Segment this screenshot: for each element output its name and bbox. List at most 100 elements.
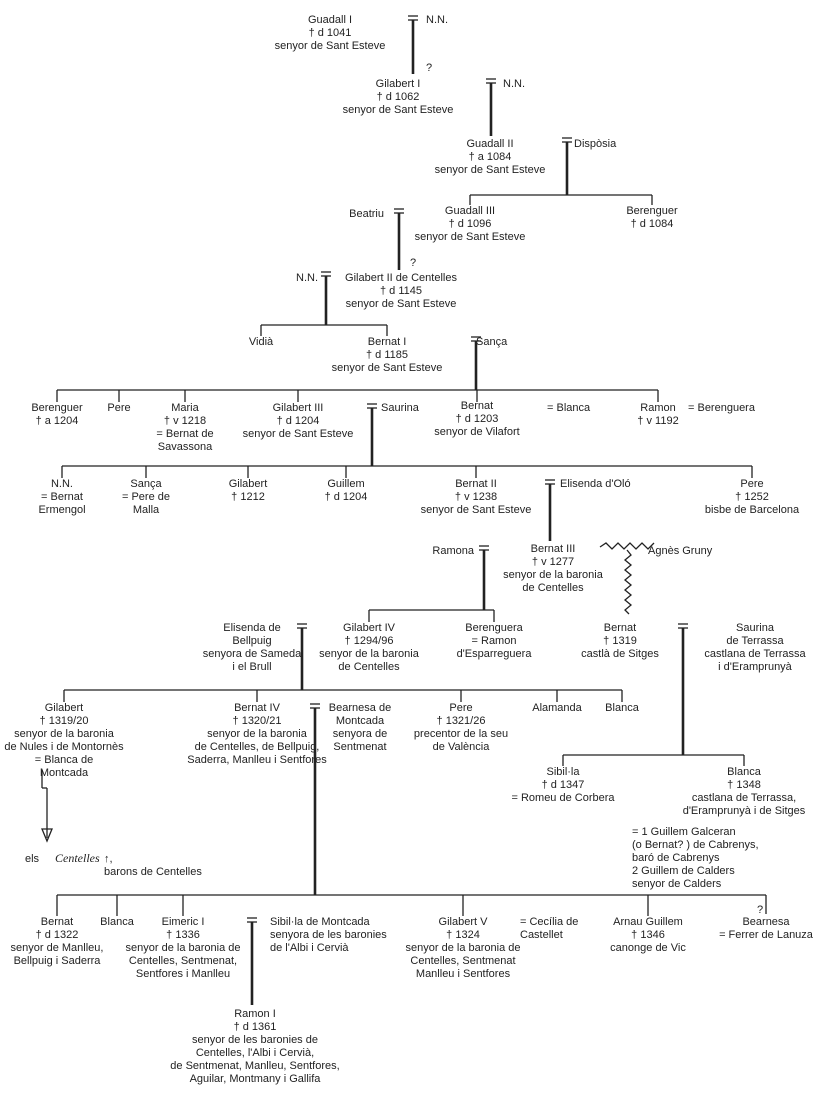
person-elisenda_bellpuig-line: Elisenda de [223,622,281,634]
person-guillem1-line: † d 1204 [324,491,368,503]
person-sibilla2-line: senyora de les baronies [270,929,387,941]
person-centelles_it: Centelles [55,852,100,865]
person-blanca2: Blanca [605,702,639,715]
person-bernat4-line: † 1320/21 [232,715,282,727]
person-nn3-line: N.N. [296,272,318,284]
person-guillem1: Guillem† d 1204 [325,478,368,504]
person-arnau-line: † 1346 [631,929,665,941]
person-sanca1: Sança [476,336,507,349]
person-ramon2-line: de Sentmenat, Manlleu, Sentfores, [170,1060,340,1072]
person-gilabert1-line: Gilabert I [375,78,421,90]
person-saurina2-line: i d'Eramprunyà [718,661,792,673]
person-nn3: N.N. [296,272,318,285]
person-gilabert3-line: Gilabert III [272,402,324,414]
person-nn2: N.N. [503,78,525,91]
person-blanca3-line: castlana de Terrassa, [691,792,797,804]
person-bearnesa2-line: Bearnesa [742,916,790,928]
person-bernat_v-line: senyor de Vilafort [434,426,520,438]
person-q2-line: ? [410,257,417,269]
person-ramon2-line: † d 1361 [233,1021,277,1033]
person-blanca2-line: Blanca [605,702,639,714]
person-q3: ? [757,904,763,917]
person-eimeric-line: † 1336 [166,929,200,941]
person-bernat_manlleu-line: † d 1322 [35,929,79,941]
person-bernat1-line: Bernat I [367,336,407,348]
person-gilabert_1212-line: Gilabert [228,478,268,490]
person-blanca3-line: † 1348 [727,779,761,791]
person-eimeric-line: senyor de la baronia de [125,942,241,954]
person-bearnesa2: Bearnesa= Ferrer de Lanuza [719,916,813,942]
person-guadall1-line: † d 1041 [308,27,352,39]
person-saurina1: Saurina [381,402,419,415]
person-berenguera2-line: d'Esparreguera [456,648,532,660]
person-elisenda_bellpuig-line: senyora de Sameda [202,648,302,660]
person-blanca3_m: = 1 Guillem Galceran(o Bernat? ) de Cabr… [632,826,759,891]
person-berenguera2-line: Berenguera [465,622,523,634]
person-berenguer2-line: Berenguer [31,402,83,414]
person-bearnesa1-line: senyora de [332,728,388,740]
person-sanca2-line: = Pere de [121,491,171,503]
person-blanca3-line: Blanca [727,766,761,778]
person-arnau-line: Arnau Guillem [613,916,683,928]
person-gilabert1-line: † d 1062 [376,91,420,103]
person-berenguer2-line: † a 1204 [35,415,79,427]
person-gilabert_nules-line: = Blanca de [34,754,94,766]
person-centelles_post-line: barons de Centelles [104,866,202,878]
person-blanca3_m-line: baró de Cabrenys [632,852,720,864]
person-saurina2-line: castlana de Terrassa [704,648,806,660]
person-agnes: Agnès Gruny [648,545,712,558]
person-dispósia-line: Dispòsia [574,138,617,150]
person-sibilla1-line: Sibil·la [546,766,580,778]
person-ramon2-line: senyor de les baronies de [192,1034,318,1046]
person-gilabert_nules-line: † 1319/20 [39,715,89,727]
person-pere2-line: Pere [740,478,764,490]
person-q1-line: ? [426,62,433,74]
person-bearnesa2-line: = Ferrer de Lanuza [719,929,813,941]
person-saurina2-line: de Terrassa [726,635,784,647]
person-bernat4-line: Bernat IV [234,702,280,714]
person-berenguer1-line: † d 1084 [630,218,674,230]
person-berenguer1: Berenguer† d 1084 [626,205,677,231]
person-vidia: Vidià [249,336,273,349]
person-gilabert3-line: † d 1204 [276,415,320,427]
person-alamanda: Alamanda [532,702,582,715]
person-bernat3-line: Bernat III [530,543,576,555]
person-beatriu: Beatriu [349,208,384,221]
person-centelles_it-line: Centelles [55,851,100,865]
person-eimeric-line: Centelles, Sentmenat, [128,955,238,967]
wavy-union [599,542,655,550]
person-gilabert4-line: senyor de la baronia [319,648,419,660]
person-guadall2-line: senyor de Sant Esteve [434,164,546,176]
person-elisenda_bellpuig-line: i el Brull [232,661,272,673]
person-bernat1-line: senyor de Sant Esteve [331,362,443,374]
person-nn1-line: N.N. [426,14,448,26]
person-guadall3-line: Guadall III [444,205,496,217]
person-bernat_sitges-line: Bernat [603,622,637,634]
person-guadall3-line: senyor de Sant Esteve [414,231,526,243]
person-gilabert5-line: Centelles, Sentmenat [410,955,516,967]
person-gilabert_nules-line: de Nules i de Montornès [4,741,124,753]
person-ramon1-line: † v 1192 [637,415,679,427]
person-gilabert5-line: senyor de la baronia de [405,942,521,954]
person-gilabert3-line: senyor de Sant Esteve [242,428,354,440]
person-bernat_v-line: † d 1203 [455,413,499,425]
person-bernat_manlleu-line: Bellpuig i Saderra [13,955,101,967]
person-nn2-line: N.N. [503,78,525,90]
person-agnes-line: Agnès Gruny [648,545,713,557]
person-gilabert_nules-line: Montcada [39,767,89,779]
person-bernat1-line: † d 1185 [365,349,408,361]
